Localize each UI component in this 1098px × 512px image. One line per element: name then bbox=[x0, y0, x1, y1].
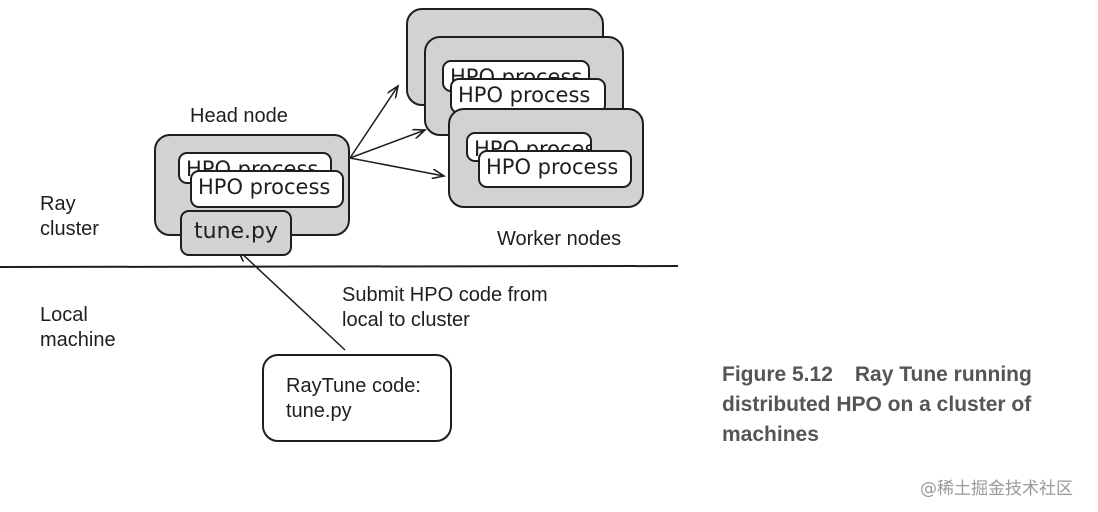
watermark: @稀土掘金技术社区 bbox=[920, 479, 1073, 499]
submit-code-annotation: Submit HPO code from local to cluster bbox=[342, 283, 548, 333]
caption-text-line-3: machines bbox=[722, 423, 819, 446]
worker-nodes-label: Worker nodes bbox=[497, 228, 622, 250]
caption-text-line-2: distributed HPO on a cluster of bbox=[722, 393, 1032, 416]
process-label: HPO process bbox=[486, 155, 619, 179]
submit-line-2: local to cluster bbox=[342, 309, 470, 331]
figure-caption: Figure 5.12 Ray Tune running distributed … bbox=[722, 360, 1032, 450]
code-box-line-1: RayTune code: bbox=[286, 375, 421, 397]
code-box-line-2: tune.py bbox=[286, 400, 352, 422]
local-machine-line-2: machine bbox=[40, 329, 116, 351]
arrow-to-worker-bottom bbox=[349, 157, 444, 176]
head-node: HPO process HPO process bbox=[154, 134, 350, 236]
arrow-submit-to-cluster bbox=[238, 250, 346, 351]
raytune-code-text: RayTune code: tune.py bbox=[264, 356, 450, 424]
process-label: HPO process bbox=[458, 83, 591, 107]
submit-line-1: Submit HPO code from bbox=[342, 284, 548, 306]
raytune-code-box: RayTune code: tune.py bbox=[262, 354, 452, 442]
arrow-to-worker-middle bbox=[349, 130, 425, 159]
ray-cluster-line-2: cluster bbox=[40, 218, 99, 240]
head-node-label: Head node bbox=[190, 105, 288, 127]
local-machine-line-1: Local bbox=[40, 304, 88, 326]
ray-cluster-label: Ray cluster bbox=[40, 192, 99, 242]
process-label: HPO process bbox=[198, 175, 331, 199]
head-process-front: HPO process bbox=[190, 170, 344, 208]
caption-text-line-1: Ray Tune running bbox=[854, 363, 1032, 386]
cluster-divider-line bbox=[0, 265, 679, 268]
tune-script-label: tune.py bbox=[194, 219, 279, 244]
worker-node-front: HPO process HPO process bbox=[448, 108, 644, 208]
tune-script-box: tune.py bbox=[180, 210, 292, 256]
caption-line-1: Figure 5.12 Ray Tune running bbox=[722, 360, 1032, 390]
figure-number: Figure 5.12 bbox=[722, 363, 833, 386]
local-machine-label: Local machine bbox=[40, 303, 116, 353]
ray-cluster-line-1: Ray bbox=[40, 193, 76, 215]
arrow-to-worker-top bbox=[349, 86, 398, 159]
worker-front-process-front: HPO process bbox=[478, 150, 632, 188]
